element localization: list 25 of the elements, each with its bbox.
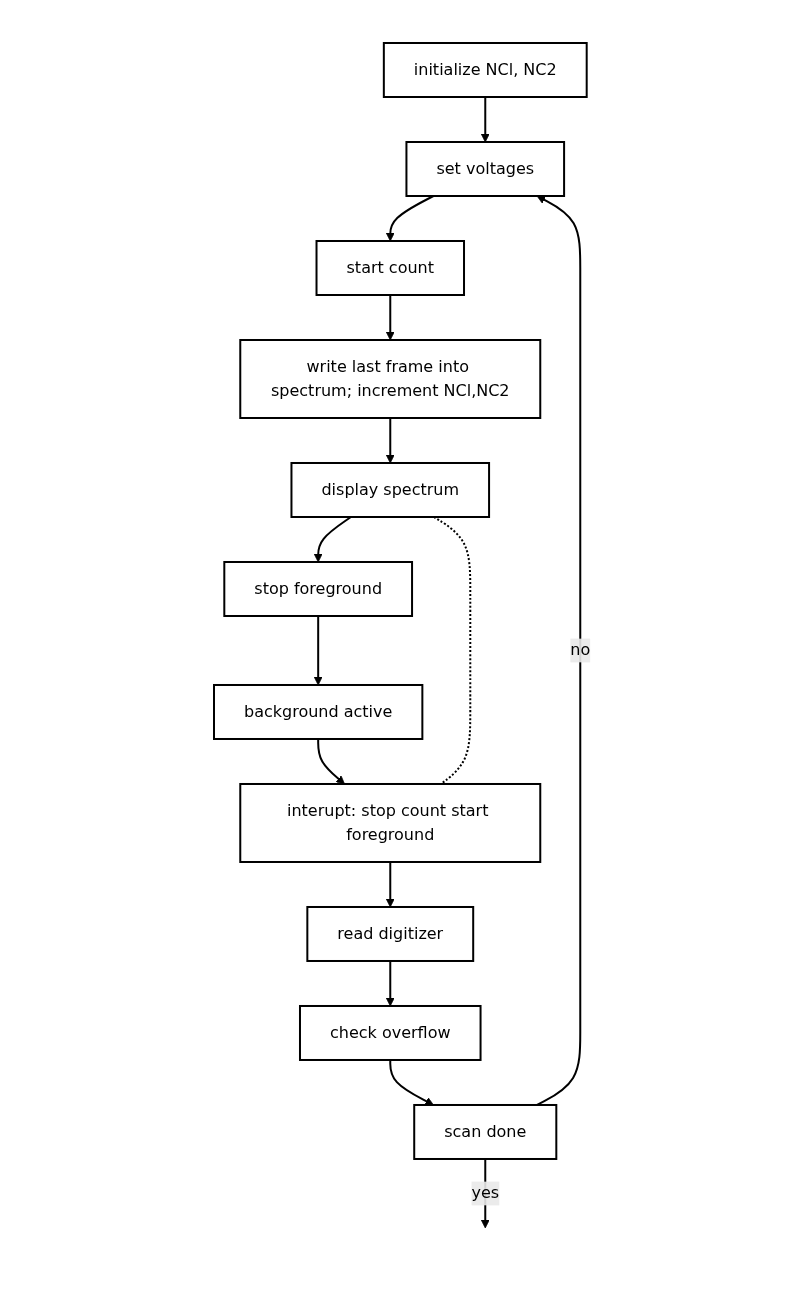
arrow xyxy=(389,1058,435,1105)
arrow xyxy=(481,95,491,142)
node-box: background active xyxy=(213,683,424,740)
node-box: scan done xyxy=(413,1103,558,1160)
arrow xyxy=(386,860,396,907)
connector xyxy=(433,515,472,785)
node-box: set voltages xyxy=(405,140,566,197)
arrow xyxy=(314,515,353,562)
node-box: initialize NCl, NC2 xyxy=(383,41,589,98)
arrow xyxy=(386,293,396,340)
edge-label: no xyxy=(570,639,591,659)
edge-label: yes xyxy=(471,1182,500,1202)
arrow xyxy=(314,614,323,685)
arrow xyxy=(317,737,346,784)
node-box: check overflow xyxy=(299,1004,482,1061)
arrow xyxy=(386,194,435,241)
node-box: start count xyxy=(315,239,466,296)
node-box: stop foreground xyxy=(223,560,414,617)
arrow xyxy=(386,416,396,463)
node-box: display spectrum xyxy=(290,461,491,518)
node-box: write last frame into spectrum; increment NCl,NC2 xyxy=(239,338,542,419)
arrow xyxy=(386,959,396,1006)
node-box: read digitizer xyxy=(306,905,475,962)
arrow xyxy=(536,195,582,1106)
node-box: interupt: stop count start foreground xyxy=(239,782,542,863)
